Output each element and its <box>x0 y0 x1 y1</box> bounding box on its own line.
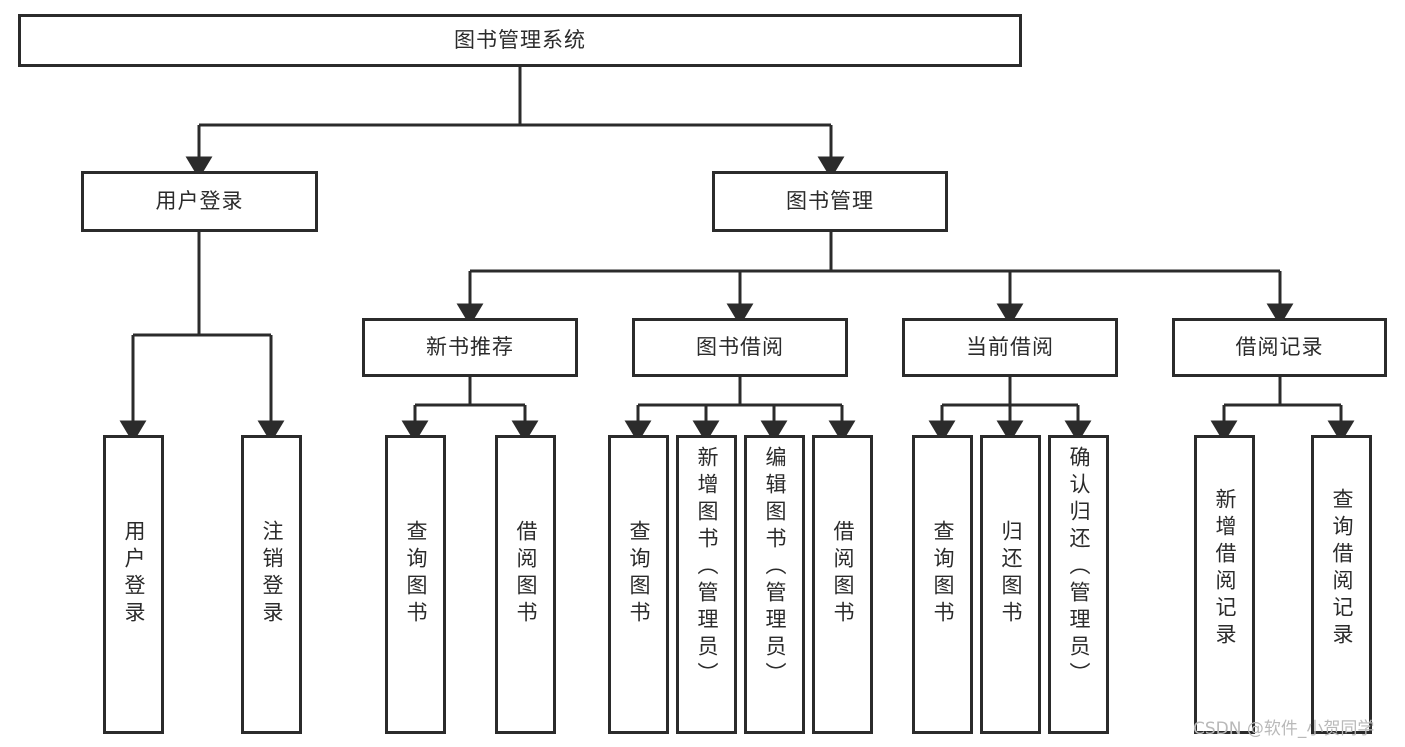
node-label: 查询图书 <box>404 520 428 628</box>
leaf-query-book-recommend[interactable]: 查询图书 <box>385 435 446 734</box>
node-label: 新书推荐 <box>426 334 514 359</box>
node-new-book-recommend[interactable]: 新书推荐 <box>362 318 578 377</box>
node-label: 查询借阅记录 <box>1330 488 1354 650</box>
node-label: 用户登录 <box>122 520 146 628</box>
node-label: 借阅图书 <box>514 520 538 628</box>
node-book-borrow[interactable]: 图书借阅 <box>632 318 848 377</box>
leaf-borrow-book-recommend[interactable]: 借阅图书 <box>495 435 556 734</box>
node-current-borrow[interactable]: 当前借阅 <box>902 318 1118 377</box>
node-borrow-record[interactable]: 借阅记录 <box>1172 318 1387 377</box>
leaf-confirm-return-admin[interactable]: 确认归还（管理员） <box>1048 435 1109 734</box>
node-label: 图书管理 <box>786 188 874 213</box>
node-label: 新增借阅记录 <box>1213 488 1237 650</box>
csdn-watermark: CSDN @软件_小贺同学 <box>1193 719 1375 739</box>
node-label: 用户登录 <box>155 188 244 213</box>
node-root-library-management-system[interactable]: 图书管理系统 <box>18 14 1022 67</box>
leaf-edit-book-admin[interactable]: 编辑图书（管理员） <box>744 435 805 734</box>
node-label: 当前借阅 <box>966 334 1054 359</box>
leaf-add-borrow-record[interactable]: 新增借阅记录 <box>1194 435 1255 734</box>
node-label: 确认归还（管理员） <box>1067 446 1091 689</box>
node-user-login[interactable]: 用户登录 <box>81 171 318 232</box>
node-label: 新增图书（管理员） <box>695 446 719 689</box>
node-label: 图书借阅 <box>696 334 784 359</box>
node-label: 编辑图书（管理员） <box>763 446 787 689</box>
leaf-user-login[interactable]: 用户登录 <box>103 435 164 734</box>
leaf-return-book[interactable]: 归还图书 <box>980 435 1041 734</box>
leaf-add-book-admin[interactable]: 新增图书（管理员） <box>676 435 737 734</box>
node-book-management[interactable]: 图书管理 <box>712 171 948 232</box>
node-label: 注销登录 <box>260 520 284 628</box>
node-label: 归还图书 <box>999 520 1023 628</box>
leaf-query-book-current[interactable]: 查询图书 <box>912 435 973 734</box>
leaf-query-borrow-record[interactable]: 查询借阅记录 <box>1311 435 1372 734</box>
node-label: 借阅记录 <box>1235 334 1324 359</box>
node-label: 查询图书 <box>627 520 651 628</box>
node-label: 借阅图书 <box>831 520 855 628</box>
node-label: 查询图书 <box>931 520 955 628</box>
node-label: 图书管理系统 <box>454 27 586 52</box>
leaf-logout[interactable]: 注销登录 <box>241 435 302 734</box>
leaf-query-book-borrow[interactable]: 查询图书 <box>608 435 669 734</box>
leaf-borrow-book[interactable]: 借阅图书 <box>812 435 873 734</box>
